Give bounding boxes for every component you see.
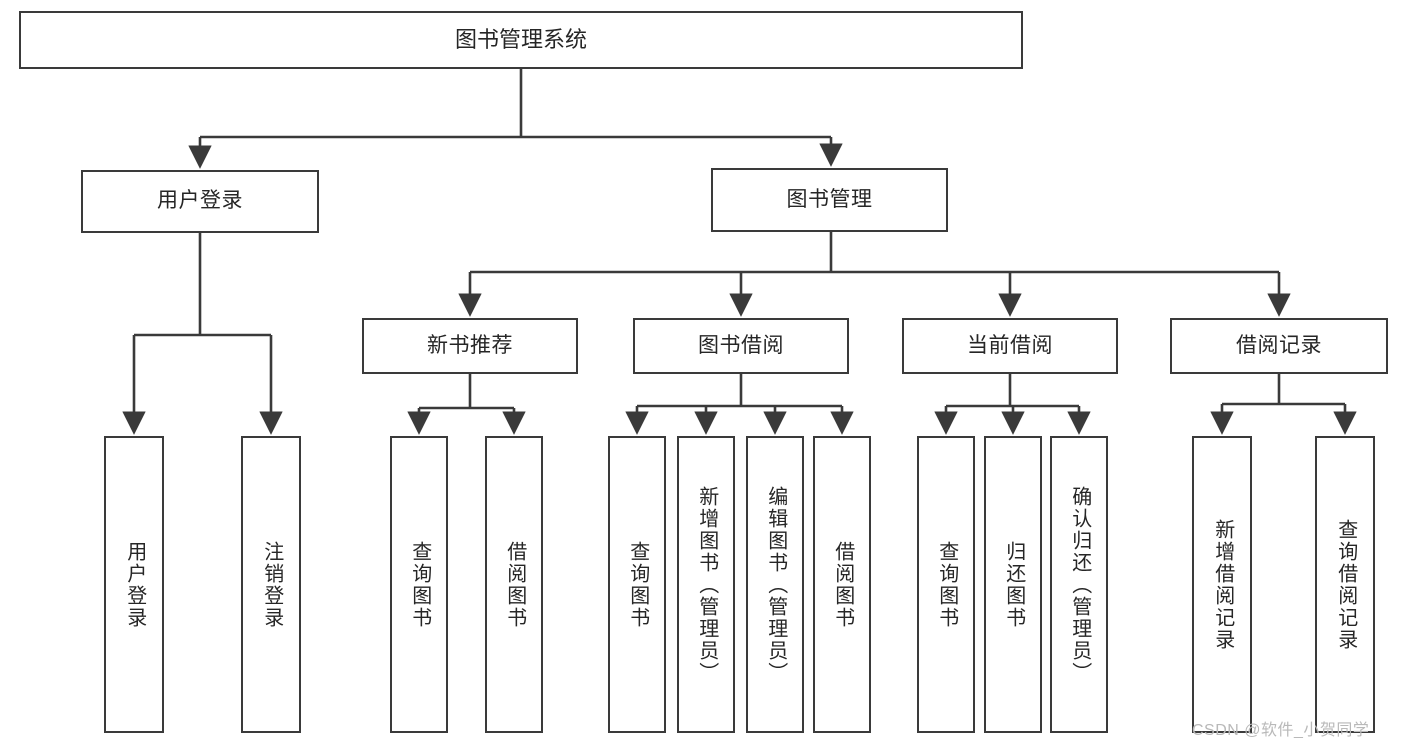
node-user-login[interactable]: 用户登录: [81, 170, 319, 233]
leaf-add-book-admin-label: 新增图书（管理员）: [695, 485, 718, 684]
leaf-add-book-admin[interactable]: 新增图书（管理员）: [677, 436, 735, 733]
leaf-return-book-label: 归还图书: [1002, 540, 1025, 629]
leaf-edit-book-admin-label: 编辑图书（管理员）: [764, 485, 787, 684]
leaf-user-login[interactable]: 用户登录: [104, 436, 164, 733]
leaf-logout-label: 注销登录: [260, 540, 283, 629]
leaf-user-login-label: 用户登录: [123, 540, 146, 629]
node-user-login-label: 用户登录: [157, 189, 243, 213]
node-new-book-recommend[interactable]: 新书推荐: [362, 318, 578, 374]
node-root-label: 图书管理系统: [454, 27, 587, 53]
leaf-query-borrow-record[interactable]: 查询借阅记录: [1315, 436, 1375, 733]
leaf-borrow-book[interactable]: 借阅图书: [813, 436, 871, 733]
leaf-query-book-newbook-label: 查询图书: [408, 540, 431, 629]
leaf-return-book[interactable]: 归还图书: [984, 436, 1042, 733]
leaf-confirm-return-admin[interactable]: 确认归还（管理员）: [1050, 436, 1108, 733]
leaf-edit-book-admin[interactable]: 编辑图书（管理员）: [746, 436, 804, 733]
leaf-borrow-book-newbook[interactable]: 借阅图书: [485, 436, 543, 733]
leaf-query-book-current-label: 查询图书: [935, 540, 958, 629]
node-book-borrow-label: 图书借阅: [698, 333, 784, 357]
node-book-management[interactable]: 图书管理: [711, 168, 948, 232]
node-book-borrow[interactable]: 图书借阅: [633, 318, 849, 374]
node-book-management-label: 图书管理: [786, 187, 873, 211]
leaf-logout[interactable]: 注销登录: [241, 436, 301, 733]
leaf-add-borrow-record[interactable]: 新增借阅记录: [1192, 436, 1252, 733]
node-current-borrow[interactable]: 当前借阅: [902, 318, 1118, 374]
watermark: CSDN @软件_小贺同学: [1192, 722, 1370, 739]
leaf-query-book-current[interactable]: 查询图书: [917, 436, 975, 733]
leaf-borrow-book-label: 借阅图书: [831, 540, 854, 629]
node-borrow-record[interactable]: 借阅记录: [1170, 318, 1388, 374]
node-root[interactable]: 图书管理系统: [19, 11, 1023, 69]
node-current-borrow-label: 当前借阅: [967, 333, 1053, 357]
leaf-query-borrow-record-label: 查询借阅记录: [1334, 518, 1357, 651]
node-borrow-record-label: 借阅记录: [1236, 333, 1322, 357]
node-new-book-recommend-label: 新书推荐: [427, 333, 513, 357]
leaf-query-book-borrow-label: 查询图书: [626, 540, 649, 629]
leaf-borrow-book-newbook-label: 借阅图书: [503, 540, 526, 629]
leaf-add-borrow-record-label: 新增借阅记录: [1211, 518, 1234, 651]
leaf-query-book-newbook[interactable]: 查询图书: [390, 436, 448, 733]
leaf-query-book-borrow[interactable]: 查询图书: [608, 436, 666, 733]
leaf-confirm-return-admin-label: 确认归还（管理员）: [1068, 485, 1091, 684]
